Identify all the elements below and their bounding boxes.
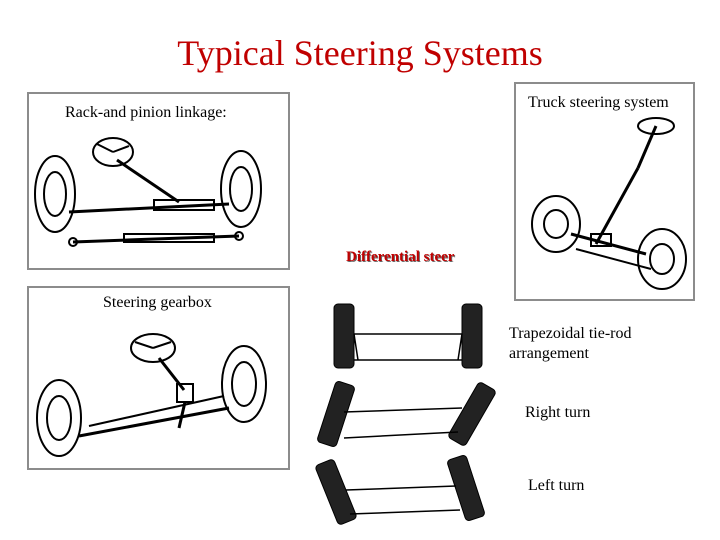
differential-steer-label: Differential steer <box>346 249 455 265</box>
slide-title: Typical Steering Systems <box>177 33 543 73</box>
left-turn-label: Left turn <box>528 477 585 494</box>
trapezoidal-straight-figure <box>333 303 483 369</box>
steering-gearbox-panel: Steering gearbox <box>27 286 290 470</box>
truck-steering-illustration <box>531 117 687 290</box>
rack-and-pinion-label: Rack-and pinion linkage: <box>65 104 227 121</box>
steering-gearbox-label: Steering gearbox <box>103 294 212 311</box>
rack-and-pinion-panel: Rack-and pinion linkage: <box>27 92 290 270</box>
steering-gearbox-illustration <box>36 333 267 457</box>
rack-and-pinion-illustration <box>34 137 262 247</box>
right-turn-figure <box>317 381 496 447</box>
truck-steering-panel: Truck steering system <box>514 82 695 301</box>
right-turn-label: Right turn <box>525 404 591 421</box>
trapezoidal-label: Trapezoidal tie-rod arrangement <box>509 325 632 362</box>
truck-steering-label: Truck steering system <box>528 94 669 111</box>
left-turn-figure <box>315 455 485 525</box>
